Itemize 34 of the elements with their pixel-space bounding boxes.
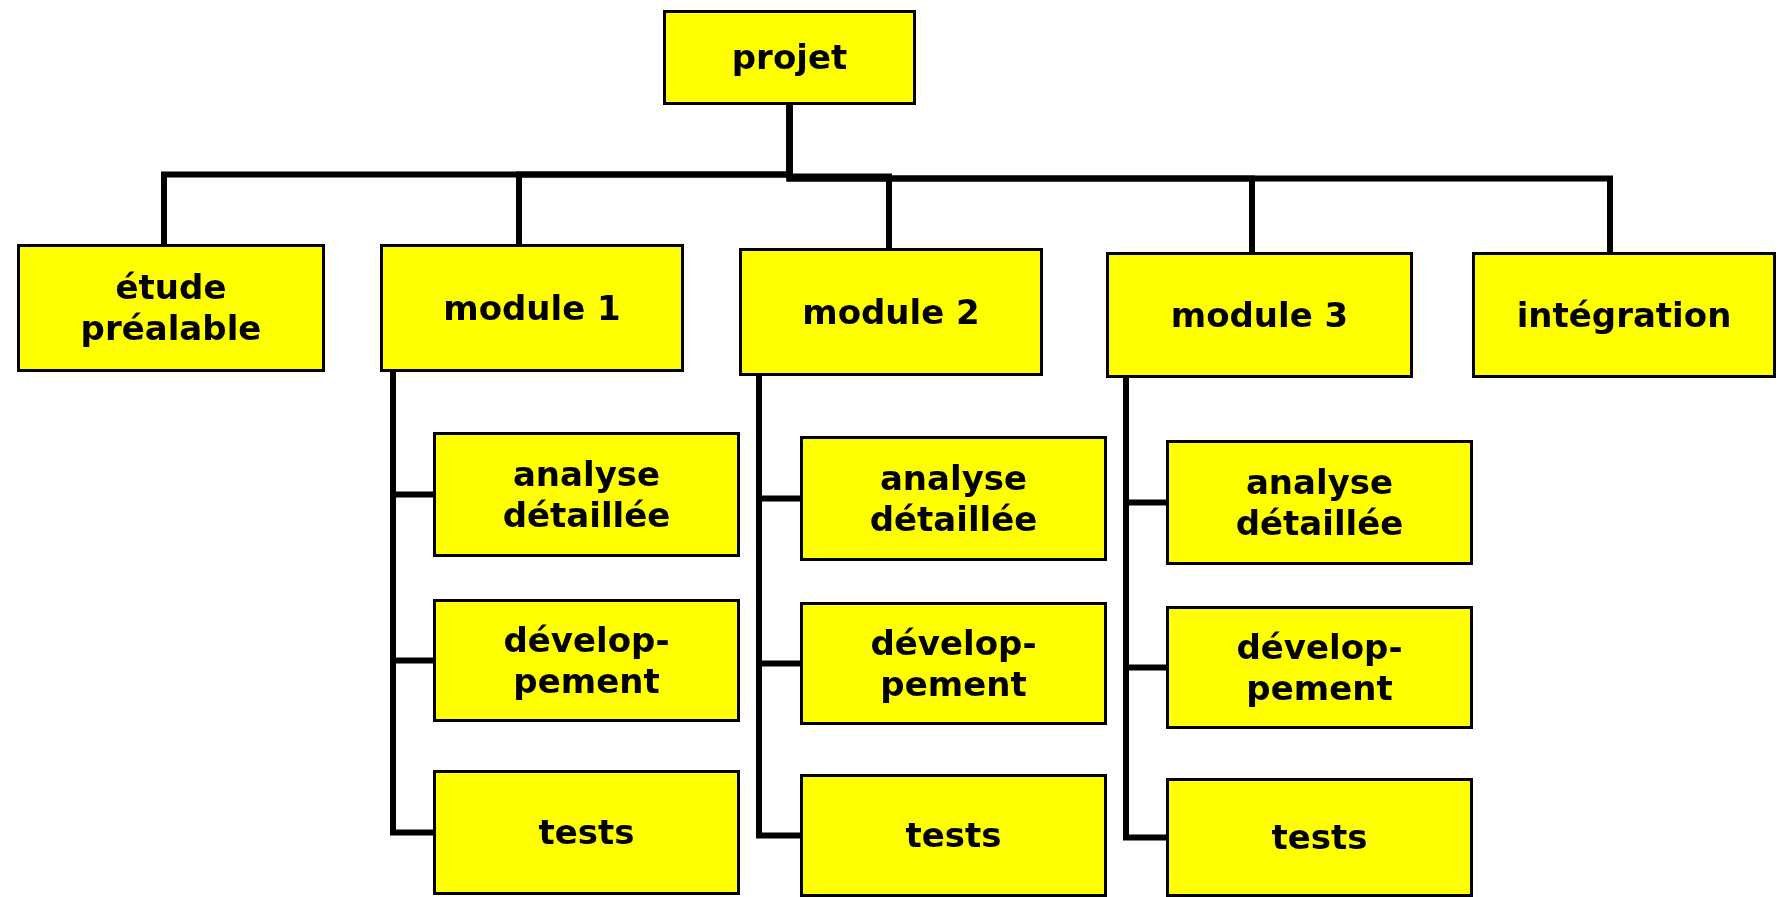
task-box (1166, 440, 1473, 565)
task-box (433, 599, 740, 722)
task-label: dévelop- pement (869, 622, 1038, 705)
task-box (800, 602, 1107, 725)
task-box (1166, 778, 1473, 897)
task-label: analyse détaillée (868, 457, 1039, 540)
task-box (739, 248, 1043, 376)
task-box (380, 244, 684, 372)
task-box (800, 774, 1107, 897)
task-box (433, 770, 740, 895)
connector-line (1123, 378, 1166, 841)
task-box (1472, 252, 1776, 378)
task-label: étude préalable (79, 267, 263, 349)
task-label: module 1 (443, 287, 621, 329)
task-label: dévelop- pement (502, 619, 671, 702)
task-box (1166, 606, 1473, 729)
task-box (1106, 252, 1413, 378)
task-box (663, 10, 916, 105)
task-label: module 2 (802, 291, 980, 333)
task-box (433, 432, 740, 557)
task-label: intégration (1516, 294, 1732, 336)
task-box (17, 244, 325, 372)
connector-line (390, 372, 433, 836)
task-label: dévelop- pement (1235, 626, 1404, 709)
task-label: module 3 (1170, 294, 1349, 336)
task-label: projet (731, 37, 848, 78)
task-label: tests (1271, 817, 1368, 858)
task-box (800, 436, 1107, 561)
task-label: analyse détaillée (1234, 461, 1405, 544)
connector-line (786, 105, 1613, 252)
task-label: analyse détaillée (501, 453, 672, 536)
connector-line (756, 376, 800, 839)
task-label: tests (905, 815, 1002, 856)
task-label: tests (538, 812, 635, 853)
